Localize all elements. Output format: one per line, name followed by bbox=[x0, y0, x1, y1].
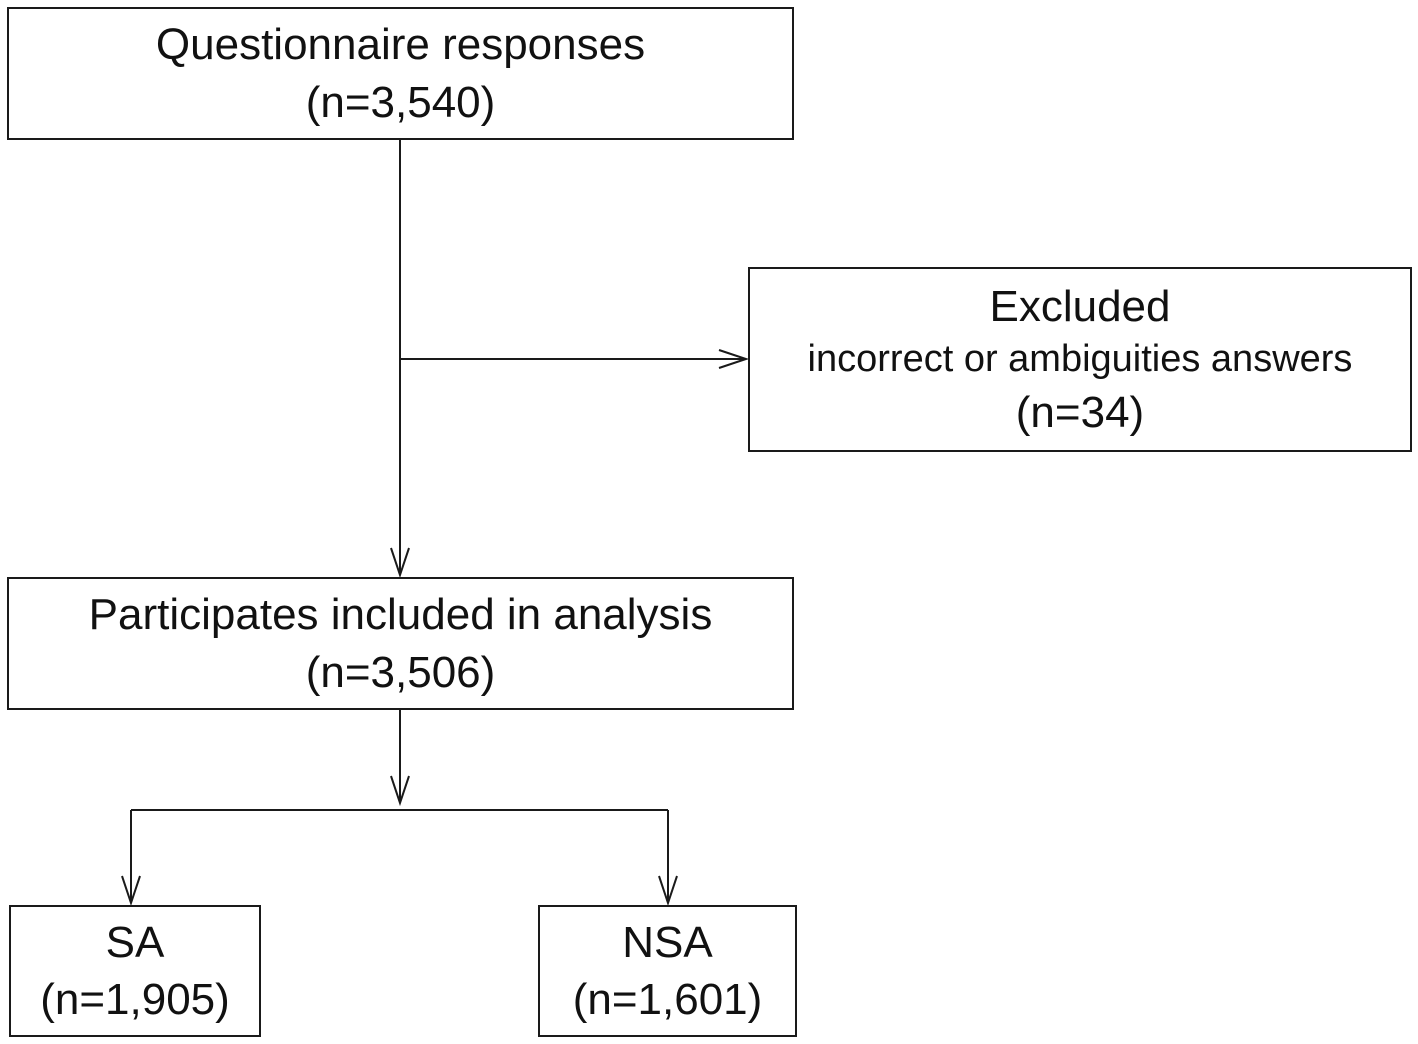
excluded-box: Excluded incorrect or ambiguities answer… bbox=[748, 267, 1412, 452]
arrowhead-excluded bbox=[718, 349, 750, 369]
excluded-count: (n=34) bbox=[1015, 388, 1145, 438]
nsa-group-box: NSA (n=1,601) bbox=[538, 905, 797, 1037]
sa-group-box: SA (n=1,905) bbox=[9, 905, 261, 1037]
arrowhead-split bbox=[390, 775, 410, 807]
arrowhead-nsa bbox=[658, 875, 678, 907]
arrowhead-included bbox=[390, 547, 410, 579]
excluded-title: Excluded bbox=[989, 281, 1171, 331]
included-title: Participates included in analysis bbox=[88, 590, 713, 640]
included-participants-box: Participates included in analysis (n=3,5… bbox=[7, 577, 794, 710]
responses-title: Questionnaire responses bbox=[155, 20, 646, 70]
sa-count: (n=1,905) bbox=[40, 975, 230, 1024]
arrowhead-sa bbox=[121, 875, 141, 907]
nsa-count: (n=1,601) bbox=[572, 975, 763, 1024]
questionnaire-responses-box: Questionnaire responses (n=3,540) bbox=[7, 7, 794, 140]
excluded-reason: incorrect or ambiguities answers bbox=[807, 337, 1353, 380]
included-count: (n=3,506) bbox=[305, 647, 496, 697]
sa-title: SA bbox=[105, 917, 165, 967]
responses-count: (n=3,540) bbox=[305, 77, 496, 127]
nsa-title: NSA bbox=[622, 917, 713, 967]
